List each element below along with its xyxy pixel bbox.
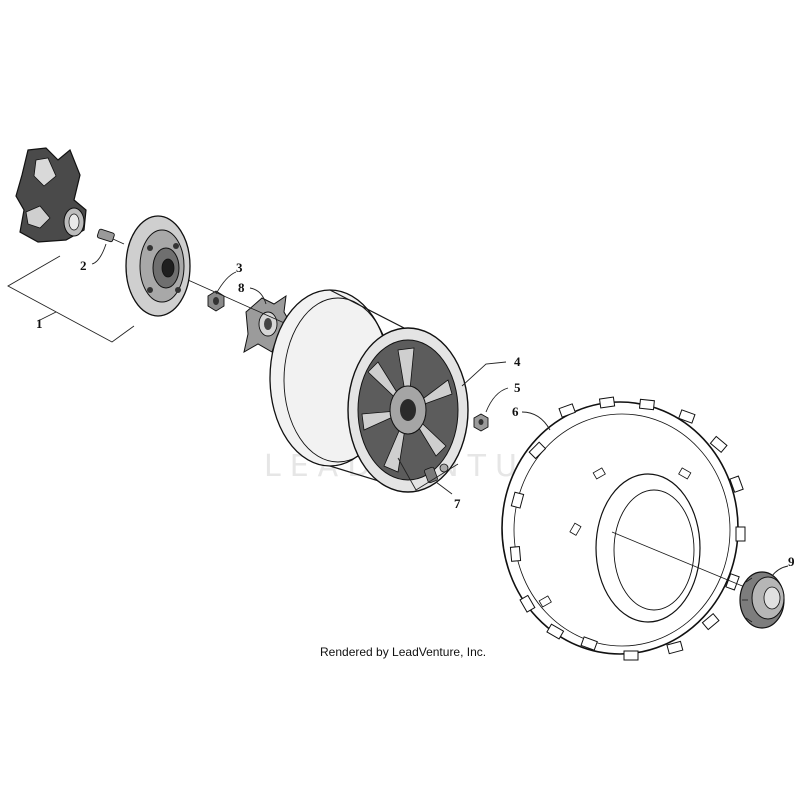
wheel-cap [739,571,785,629]
callout-2: 2 [80,258,87,273]
tire [501,396,746,661]
axle-centerline [187,279,301,331]
callout-4: 4 [514,354,521,369]
callout-1: 1 [36,316,43,331]
render-credit: Rendered by LeadVenture, Inc. [320,645,486,659]
axle-nut [207,290,225,312]
callout-5: 5 [514,380,521,395]
callout-8: 8 [238,280,245,295]
tire-axis-line [611,531,753,591]
leader-lines [7,243,789,577]
wheel-rim [269,289,469,493]
callout-3: 3 [236,260,243,275]
callout-9: 9 [788,554,795,569]
callout-7: 7 [454,496,461,511]
lug-nut [473,413,489,432]
brake-disc-hub [125,215,191,317]
callout-6: 6 [512,404,519,419]
steering-knuckle [15,147,87,243]
bolt [96,228,125,245]
